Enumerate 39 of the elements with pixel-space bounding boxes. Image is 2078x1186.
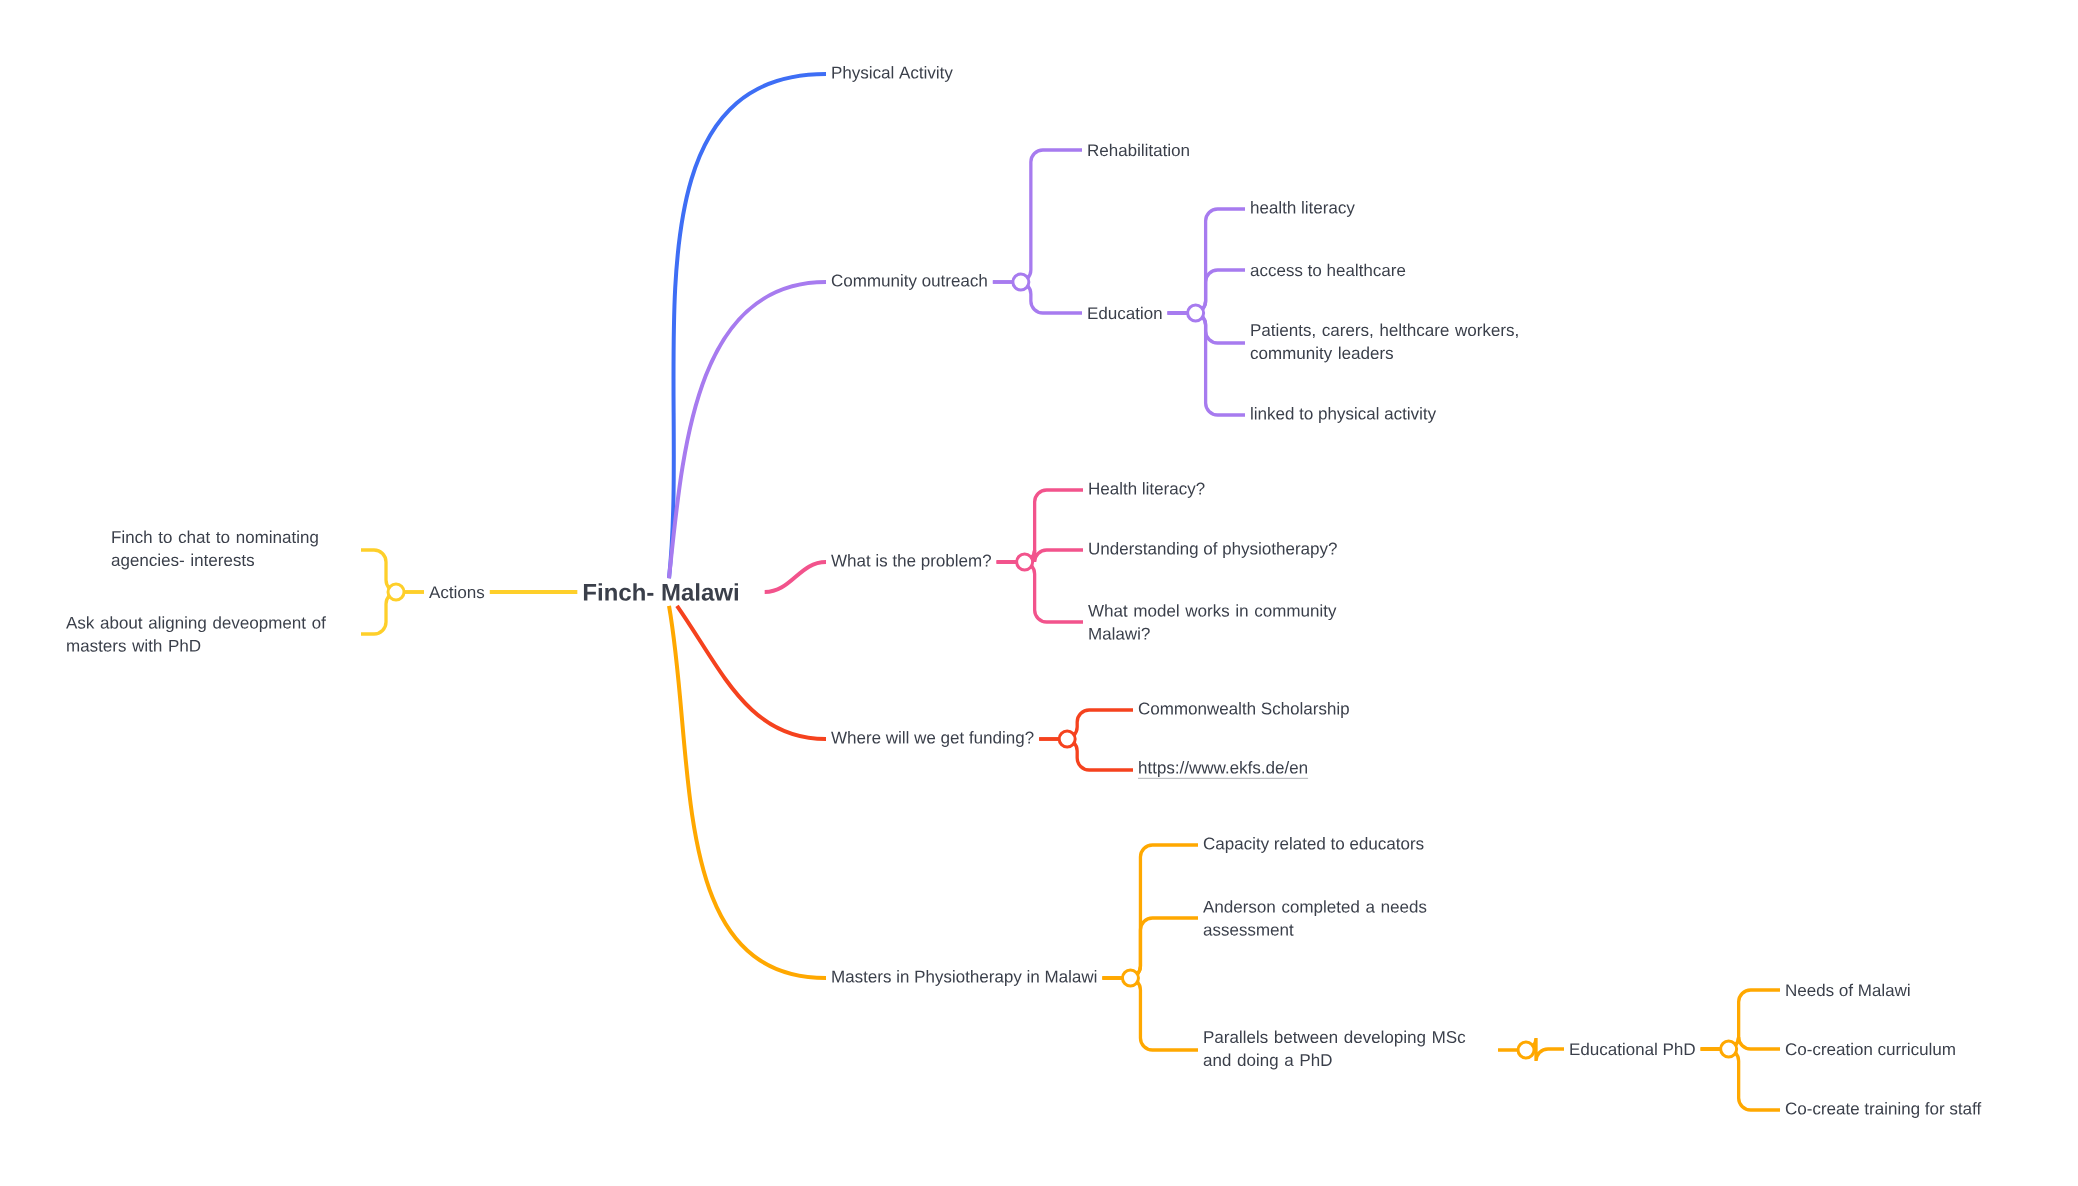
topic-label: Anderson completed a needs assessment xyxy=(1203,900,1427,936)
branch-line xyxy=(489,590,578,594)
branch-line xyxy=(667,605,827,980)
topic-label: Patients, carers, helthcare workers, community leaders xyxy=(1250,323,1518,363)
topic-label: Capacity related to educators xyxy=(1203,837,1424,853)
branch-line xyxy=(1167,311,1245,417)
central-topic: Finch- Malawi xyxy=(583,583,738,601)
branch-line xyxy=(667,280,827,579)
topic-label: linked to physical activity xyxy=(1251,407,1437,423)
topic-label: Health literacy? xyxy=(1089,482,1205,498)
topic-label: Rehabilitation xyxy=(1088,143,1189,157)
branch-line xyxy=(675,604,827,741)
branch-line xyxy=(1498,1036,1564,1063)
topic-label: Physical Activity xyxy=(832,66,953,82)
topic-label: Parallels between developing MSc and doing a PhD xyxy=(1203,1030,1466,1070)
branch-line xyxy=(764,560,827,594)
branch-line xyxy=(1102,976,1198,1052)
branch-line xyxy=(1039,737,1133,772)
topic-label: Understanding of physiotherapy? xyxy=(1089,542,1337,558)
topic-label: Where will we get funding? xyxy=(831,731,1034,747)
topic-label: Educational PhD xyxy=(1570,1042,1695,1056)
topic-label: Finch to chat to nominating agencies- interests xyxy=(111,530,318,570)
topic-label: Education xyxy=(1088,306,1162,320)
topic-label: Community outreach xyxy=(831,274,987,290)
topic-label: Co-creation curriculum xyxy=(1785,1042,1955,1056)
link-text: https://www.ekfs.de/en xyxy=(1137,761,1309,779)
branch-line xyxy=(992,280,1082,315)
topic-label: Co-create training for staff xyxy=(1785,1102,1982,1118)
topic-label: Ask about aligning deveopment of masters with PhD xyxy=(66,616,326,652)
topic-label: health literacy xyxy=(1251,201,1355,217)
topic-label: What model works in community Malawi? xyxy=(1088,604,1337,640)
topic-label: Commonwealth Scholarship xyxy=(1138,702,1349,718)
topic-label: Actions xyxy=(429,585,485,599)
branch-line xyxy=(1700,1047,1780,1112)
topic-label: Needs of Malawi xyxy=(1786,983,1910,997)
branch-line xyxy=(996,560,1083,624)
topic-label: access to healthcare xyxy=(1250,263,1406,277)
topic-label: What is the problem? xyxy=(831,554,991,570)
topic-label: Masters in Physiotherapy in Malawi xyxy=(832,970,1097,986)
